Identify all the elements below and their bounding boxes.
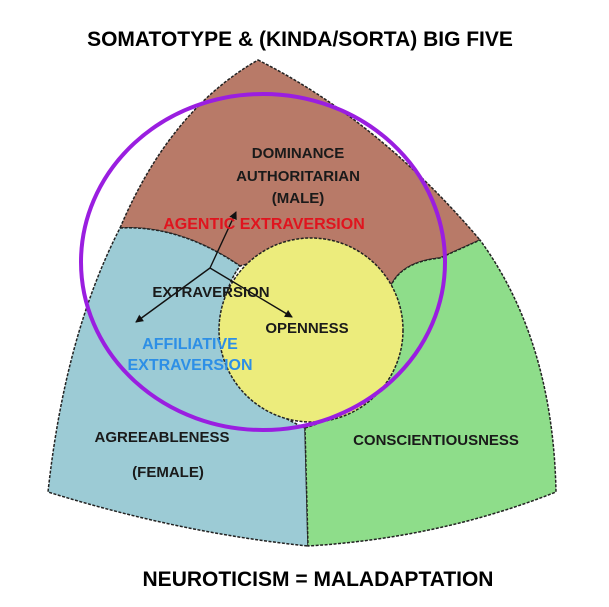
label-affiliative-extraversion: EXTRAVERSION (127, 357, 252, 374)
arrow-affiliative (135, 267, 211, 323)
footer-caption: NEUROTICISM = MALADAPTATION (143, 568, 494, 591)
label-dominance: DOMINANCE (252, 145, 345, 162)
label-openness: OPENNESS (265, 320, 348, 337)
label-conscientiousness: CONSCIENTIOUSNESS (353, 432, 519, 449)
openness-circle (218, 237, 404, 423)
arrow-agentic (209, 211, 237, 269)
label-male: (MALE) (272, 190, 325, 207)
label-authoritarian: AUTHORITARIAN (236, 168, 360, 185)
diagram-title: SOMATOTYPE & (KINDA/SORTA) BIG FIVE (87, 28, 513, 51)
label-extraversion: EXTRAVERSION (152, 284, 269, 301)
arrow-openness (209, 267, 293, 318)
label-agreeableness: AGREEABLENESS (94, 429, 229, 446)
label-affiliative: AFFILIATIVE (142, 336, 238, 353)
label-female: (FEMALE) (132, 464, 204, 481)
label-agentic-extraversion: AGENTIC EXTRAVERSION (163, 216, 365, 233)
purple-circle (79, 92, 447, 432)
